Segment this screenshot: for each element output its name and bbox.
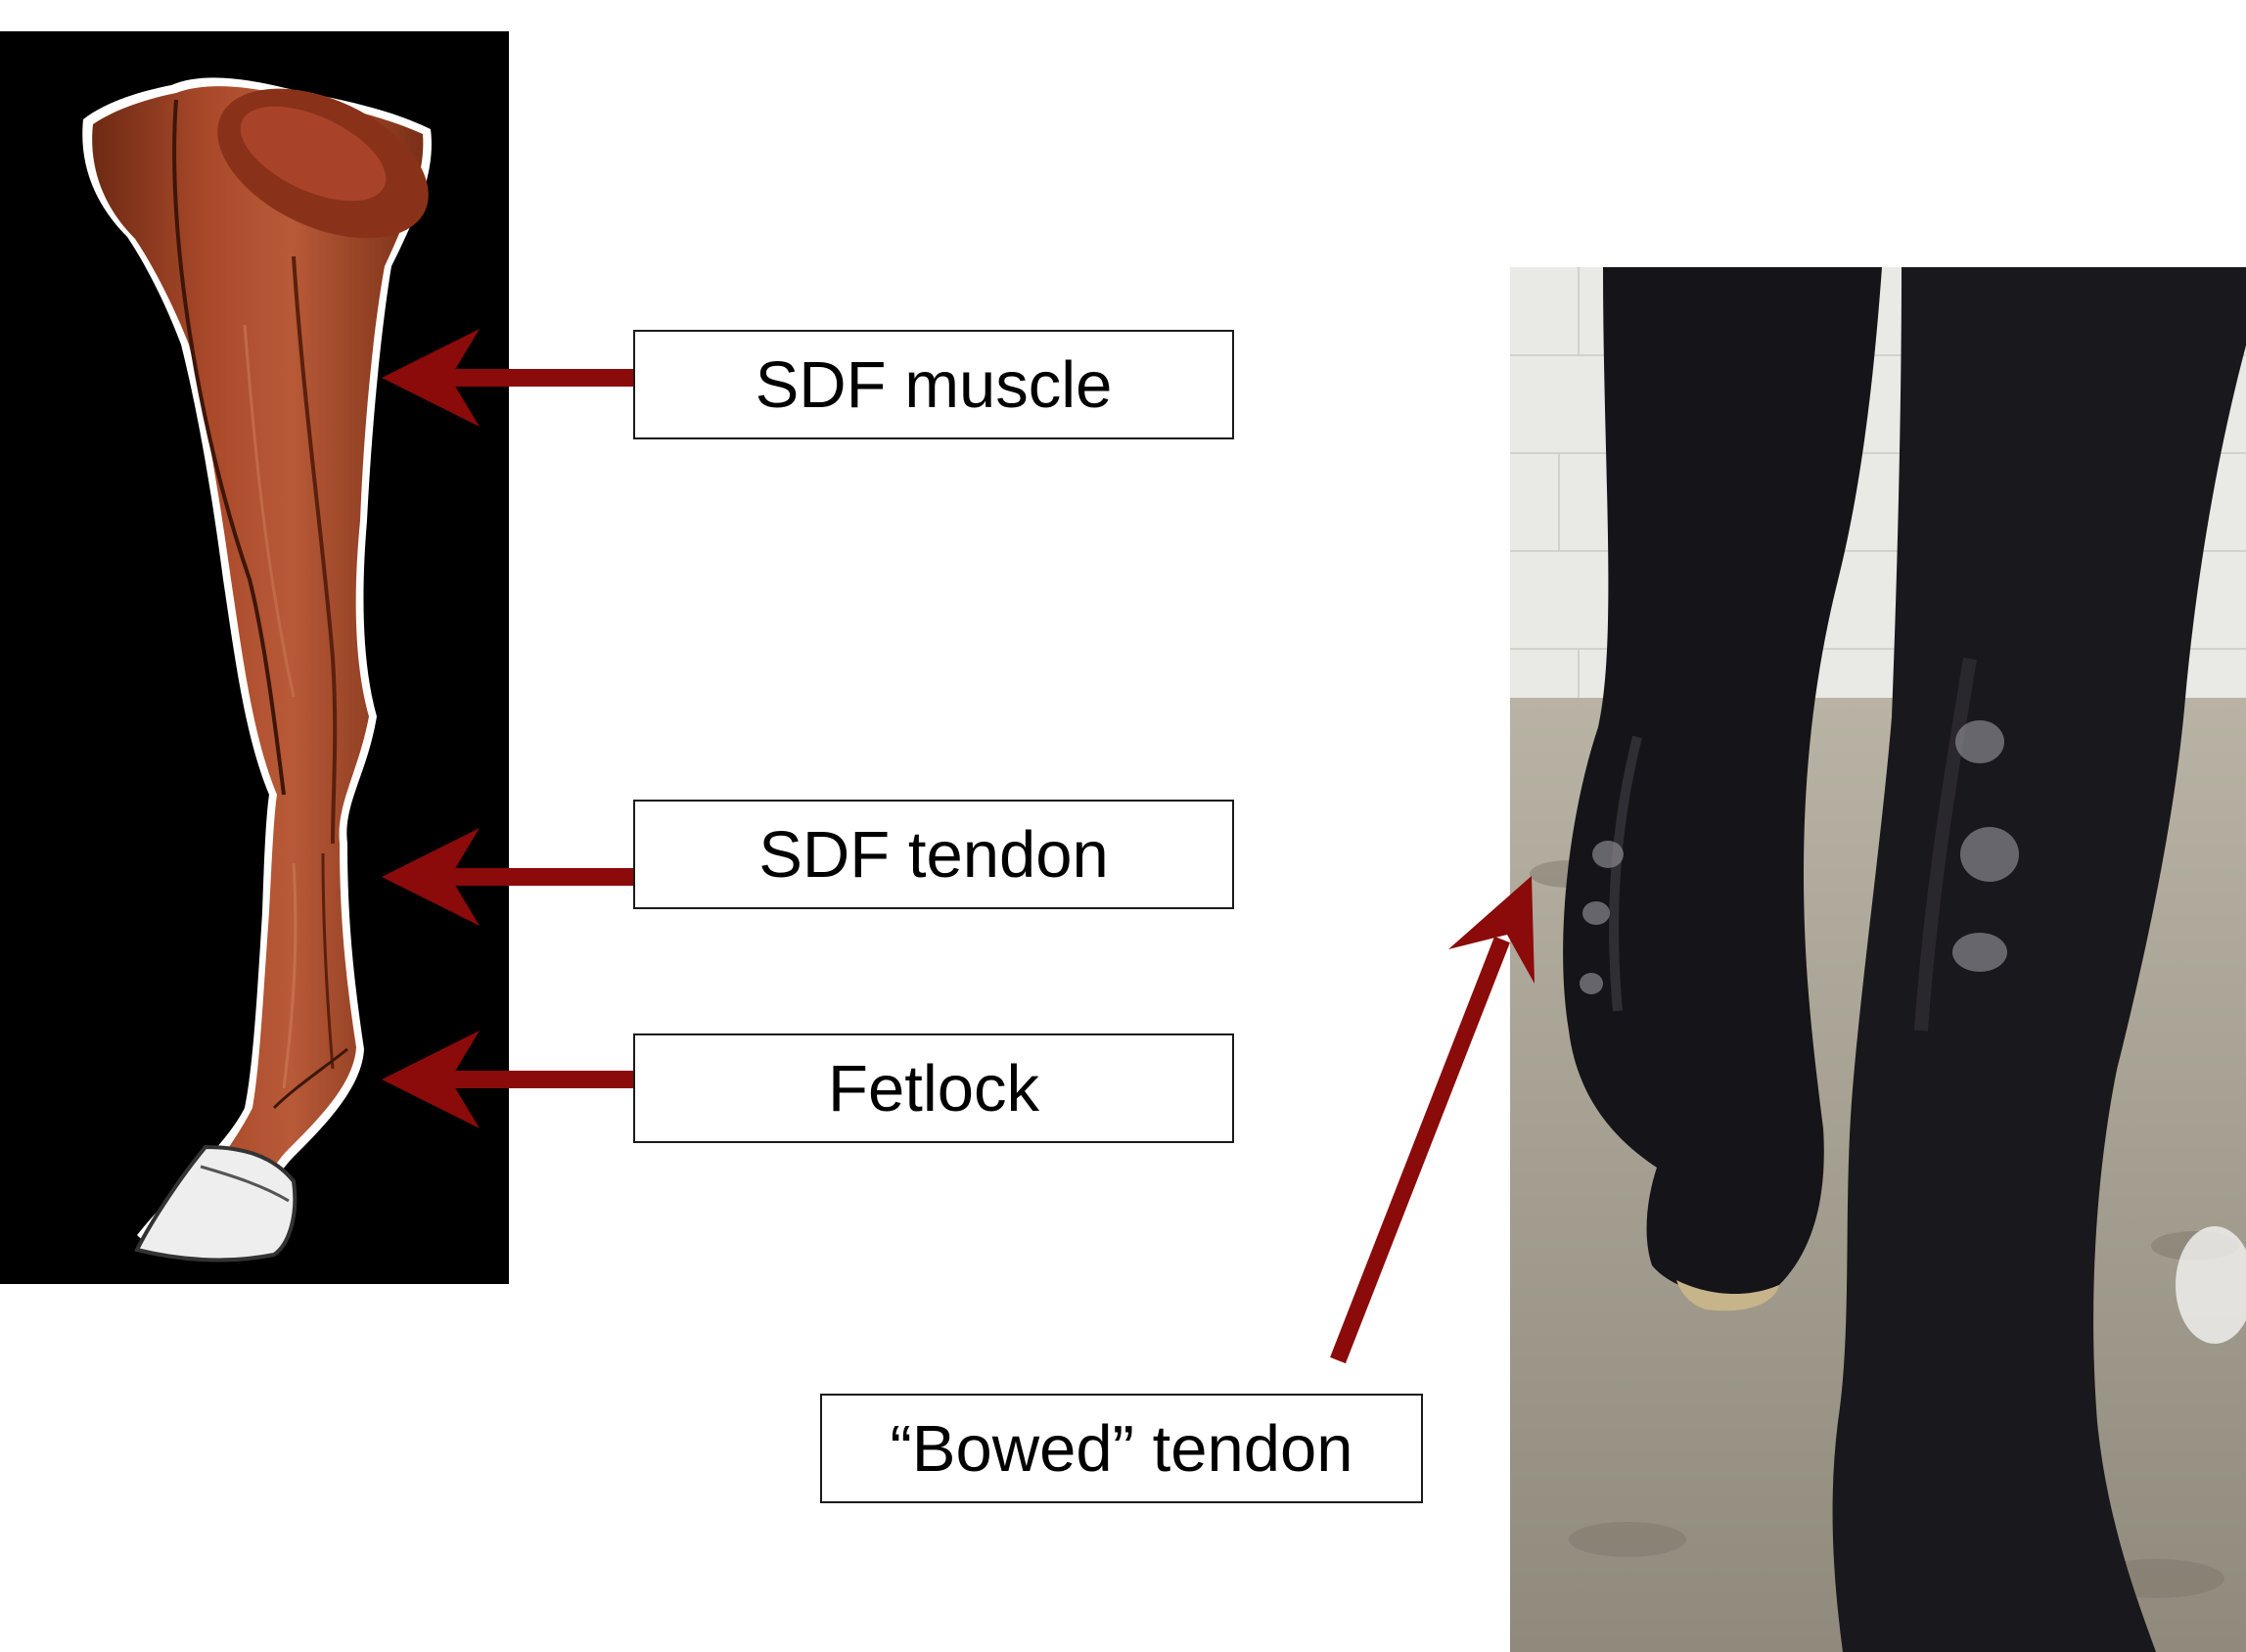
arrow-fetlock <box>382 1031 633 1128</box>
bowed-tendon-label: “Bowed” tendon <box>820 1394 1423 1503</box>
sdf-tendon-label: SDF tendon <box>633 800 1234 909</box>
arrow-sdf-tendon <box>382 828 633 926</box>
fetlock-label: Fetlock <box>633 1033 1234 1143</box>
arrow-sdf-muscle <box>382 329 633 427</box>
sdf-muscle-label: SDF muscle <box>633 330 1234 439</box>
arrow-bowed-tendon <box>1338 876 1535 1360</box>
